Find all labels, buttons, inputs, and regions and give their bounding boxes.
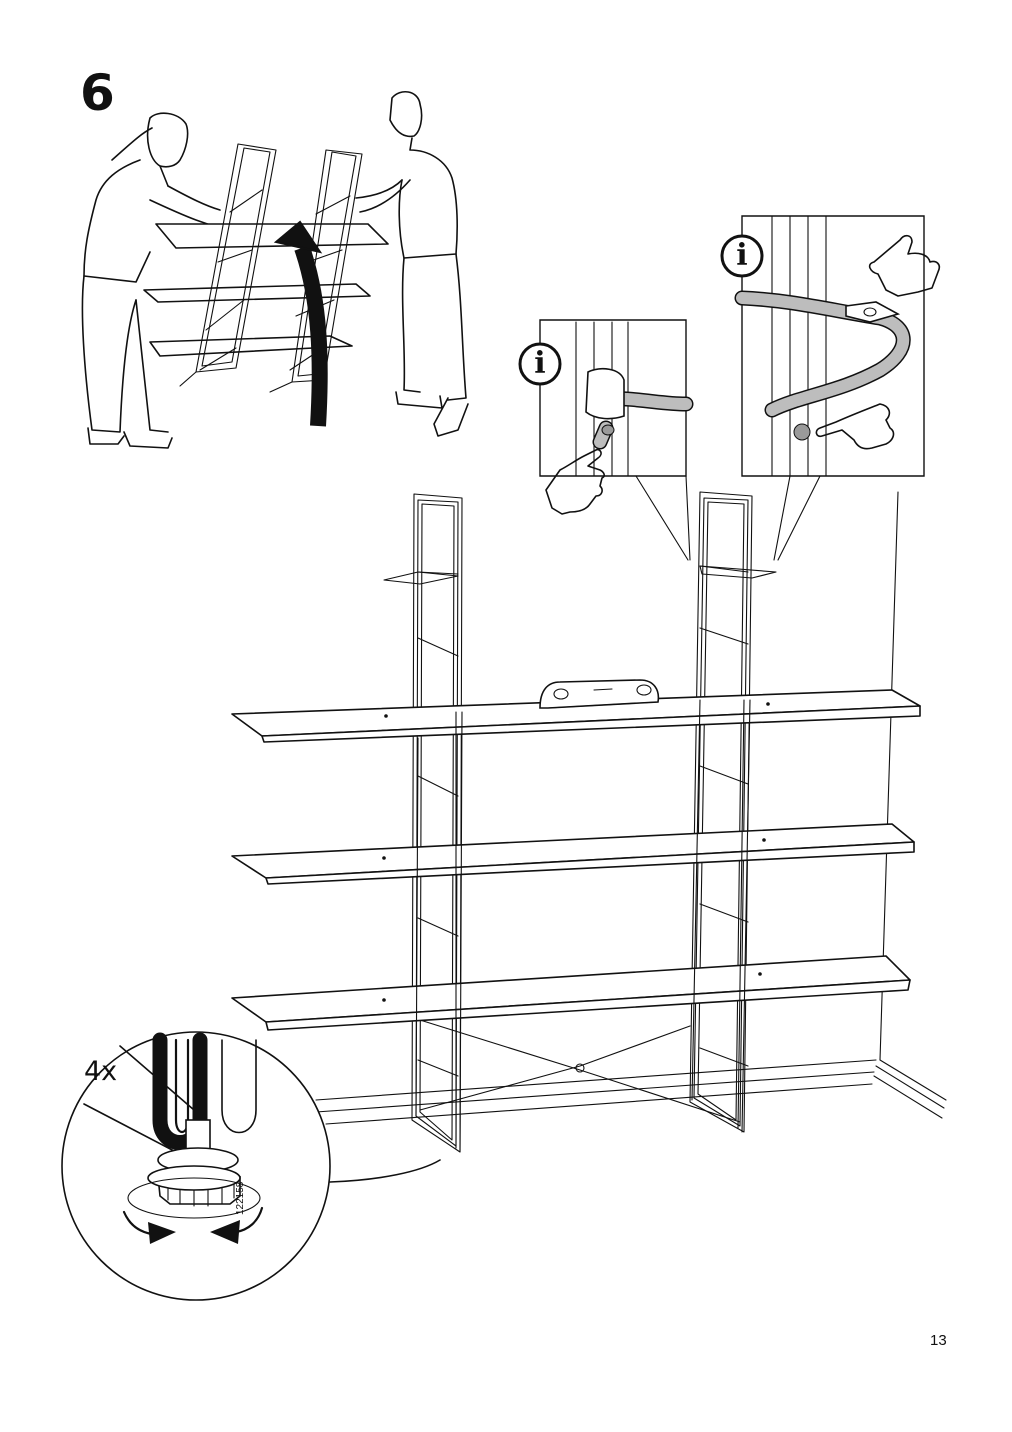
right-frame [689, 491, 777, 1133]
step-number: 6 [80, 64, 115, 122]
foot-detail [61, 1031, 441, 1301]
info-badge-right [720, 234, 764, 278]
shelf-middle [231, 823, 915, 885]
shelf-holes [382, 702, 770, 1002]
lifting-scene [81, 91, 469, 449]
lifted-frames [179, 143, 363, 393]
detail-callout-left [539, 319, 694, 561]
spirit-level [539, 679, 660, 709]
cross-brace [419, 1019, 741, 1123]
page-number: 13 [930, 1332, 947, 1349]
person-right [355, 91, 469, 437]
info-icon: i [534, 346, 546, 381]
info-badge-left [518, 342, 562, 386]
wall [315, 491, 947, 1125]
left-frame [383, 493, 463, 1153]
shelf-top [231, 689, 921, 743]
info-icon: i [736, 238, 748, 273]
person-left [81, 112, 249, 449]
detail-callout-right [734, 215, 941, 561]
front-uprights [415, 699, 751, 1153]
part-code: 122158 [235, 1181, 246, 1215]
lifted-shelves [143, 223, 389, 357]
shelving-unit [231, 491, 921, 1153]
shelf-bottom [231, 955, 911, 1031]
lift-arrow [273, 220, 328, 427]
quantity-label: 4x [84, 1056, 118, 1087]
